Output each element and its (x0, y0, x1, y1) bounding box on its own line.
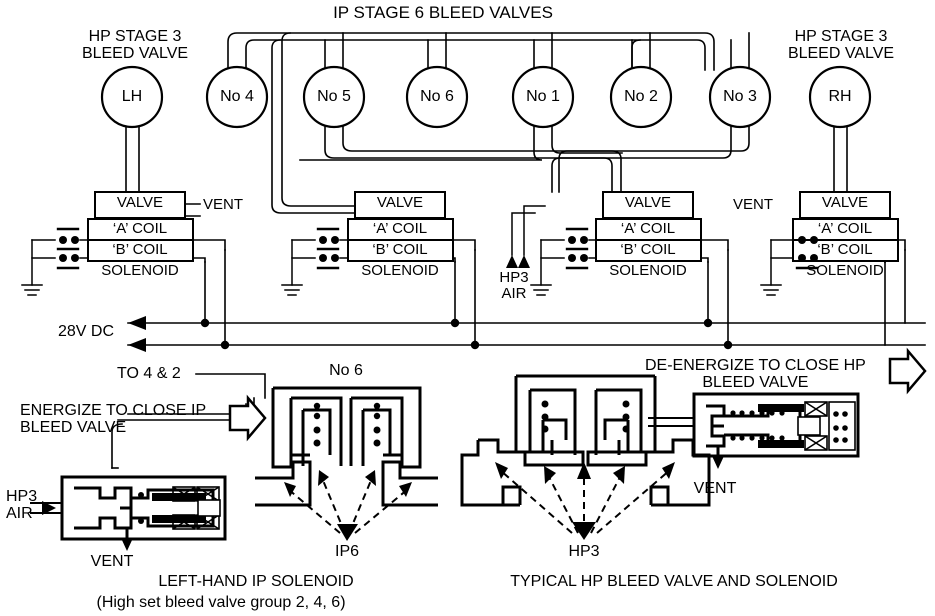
hp-bleed-valve-drawing (460, 374, 711, 507)
no6-valve-drawing (255, 386, 438, 507)
vent-label-ip-solenoid: VENT (90, 553, 134, 570)
power-arrowheads (128, 316, 146, 352)
circle-label-no5: No 5 (317, 88, 351, 105)
solenoid-label-ip-left: SOLENOID (361, 262, 439, 279)
coil-a-label-ip-left: ‘A’ COIL (372, 220, 428, 237)
vent-label-rh: VENT (733, 196, 774, 213)
callout-arrows (228, 347, 927, 442)
hp3-air-label-center: HP3 AIR (499, 269, 529, 303)
coil-b-label-lh: ‘B’ COIL (112, 241, 168, 258)
ip-solenoid-drawing (60, 475, 227, 545)
circle-label-no2: No 2 (624, 88, 658, 105)
to-4-and-2-label: TO 4 & 2 (117, 365, 181, 382)
coil-a-label-ip-right: ‘A’ COIL (620, 220, 676, 237)
coil-a-label-rh: ‘A’ COIL (817, 220, 873, 237)
ip6-port-label: IP6 (334, 543, 360, 560)
solenoid-label-lh: SOLENOID (101, 262, 179, 279)
circle-label-no3: No 3 (723, 88, 757, 105)
solenoid-label-ip-right: SOLENOID (609, 262, 687, 279)
circle-label-rh: RH (828, 88, 852, 105)
hp3-air-label-left: HP3 AIR (6, 488, 38, 523)
energize-note: ENERGIZE TO CLOSE IP BLEED VALVE (20, 402, 207, 437)
vent-label-lh: VENT (203, 196, 244, 213)
coil-b-label-ip-right: ‘B’ COIL (620, 241, 676, 258)
valve-box-label-rh: VALVE (821, 194, 869, 211)
circle-label-lh: LH (121, 88, 143, 105)
circle-label-no6: No 6 (420, 88, 454, 105)
coil-b-label-ip-left: ‘B’ COIL (372, 241, 428, 258)
label-hp-stage3-right: HP STAGE 3 BLEED VALVE (787, 28, 895, 63)
deenergize-note: DE-ENERGIZE TO CLOSE HP BLEED VALVE (645, 357, 866, 392)
label-hp-stage3-left: HP STAGE 3 BLEED VALVE (81, 28, 189, 63)
coil-b-label-rh: ‘B’ COIL (817, 241, 873, 258)
connector-pins (59, 236, 818, 262)
valve-box-label-ip-right: VALVE (624, 194, 672, 211)
caption-left-hand-ip-solenoid: LEFT-HAND IP SOLENOID (158, 573, 354, 590)
power-rail-label: 28V DC (58, 323, 115, 340)
circle-label-no4: No 4 (220, 88, 254, 105)
caption-left-hand-ip-solenoid-sub: (High set bleed valve group 2, 4, 6) (96, 594, 346, 611)
no6-valve-title: No 6 (329, 362, 363, 379)
coil-a-label-lh: ‘A’ COIL (112, 220, 168, 237)
solenoid-label-rh: SOLENOID (806, 262, 884, 279)
hp3-port-label: HP3 (568, 543, 600, 560)
caption-typical-hp-bleed-valve: TYPICAL HP BLEED VALVE AND SOLENOID (510, 573, 838, 590)
diagram-title: IP STAGE 6 BLEED VALVES (333, 3, 553, 22)
valve-box-label-lh: VALVE (116, 194, 164, 211)
circle-label-no1: No 1 (526, 88, 560, 105)
valve-box-label-ip-left: VALVE (376, 194, 424, 211)
vent-label-hp-solenoid: VENT (693, 480, 737, 497)
valve-circles (100, 65, 872, 129)
junction-dots (200, 318, 733, 350)
